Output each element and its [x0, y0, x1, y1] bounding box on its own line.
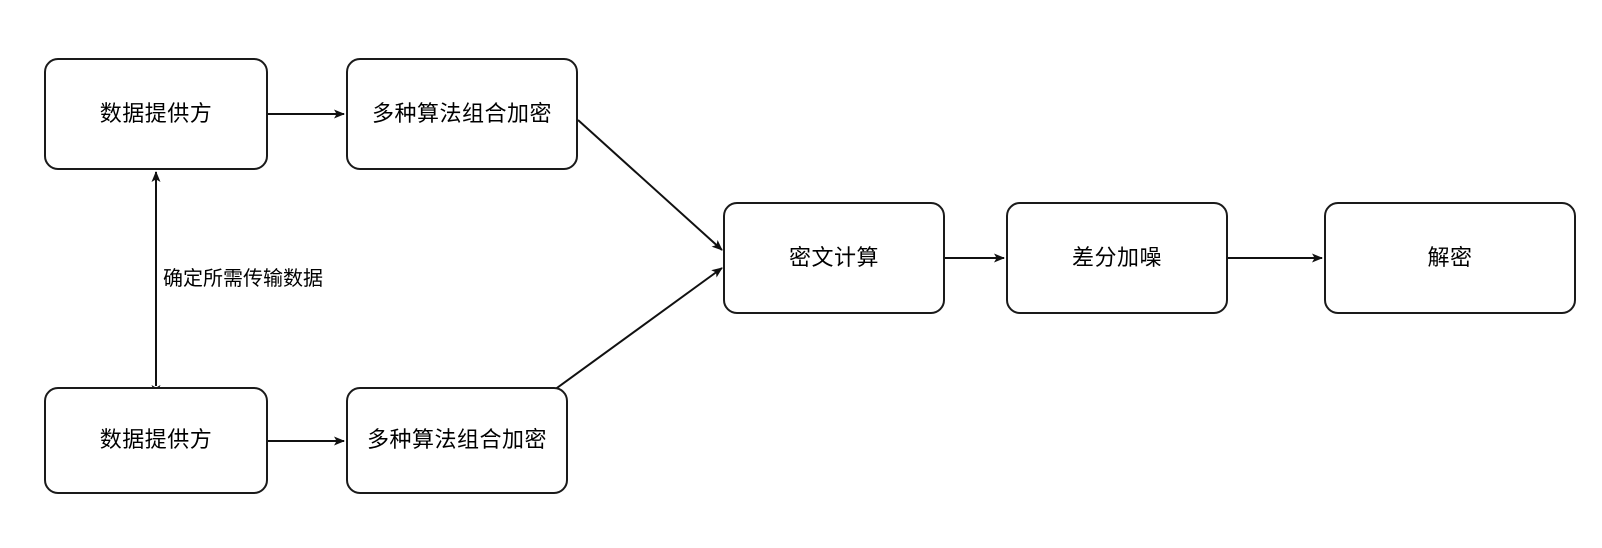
node-label: 多种算法组合加密: [371, 100, 552, 126]
node-label: 差分加噪: [1071, 244, 1162, 270]
node-label: 密文计算: [788, 244, 879, 270]
connector-encrypt-bottom-to-cipher: [549, 267, 723, 394]
node-data-provider-top[interactable]: 数据提供方: [44, 58, 268, 170]
node-multi-algorithm-encryption-bottom[interactable]: 多种算法组合加密: [346, 387, 568, 494]
edge-label-required-transfer-data: 确定所需传输数据: [163, 268, 323, 290]
node-multi-algorithm-encryption-top[interactable]: 多种算法组合加密: [346, 58, 578, 170]
node-data-provider-bottom[interactable]: 数据提供方: [44, 387, 268, 494]
node-label: 解密: [1427, 244, 1473, 270]
connector-encrypt-top-to-cipher: [577, 119, 723, 251]
node-label: 多种算法组合加密: [366, 427, 547, 453]
node-label: 数据提供方: [99, 427, 213, 453]
node-decrypt[interactable]: 解密: [1324, 202, 1576, 314]
node-label: 数据提供方: [99, 100, 213, 126]
node-ciphertext-computation[interactable]: 密文计算: [723, 202, 945, 314]
node-differential-privacy-noise[interactable]: 差分加噪: [1006, 202, 1228, 314]
